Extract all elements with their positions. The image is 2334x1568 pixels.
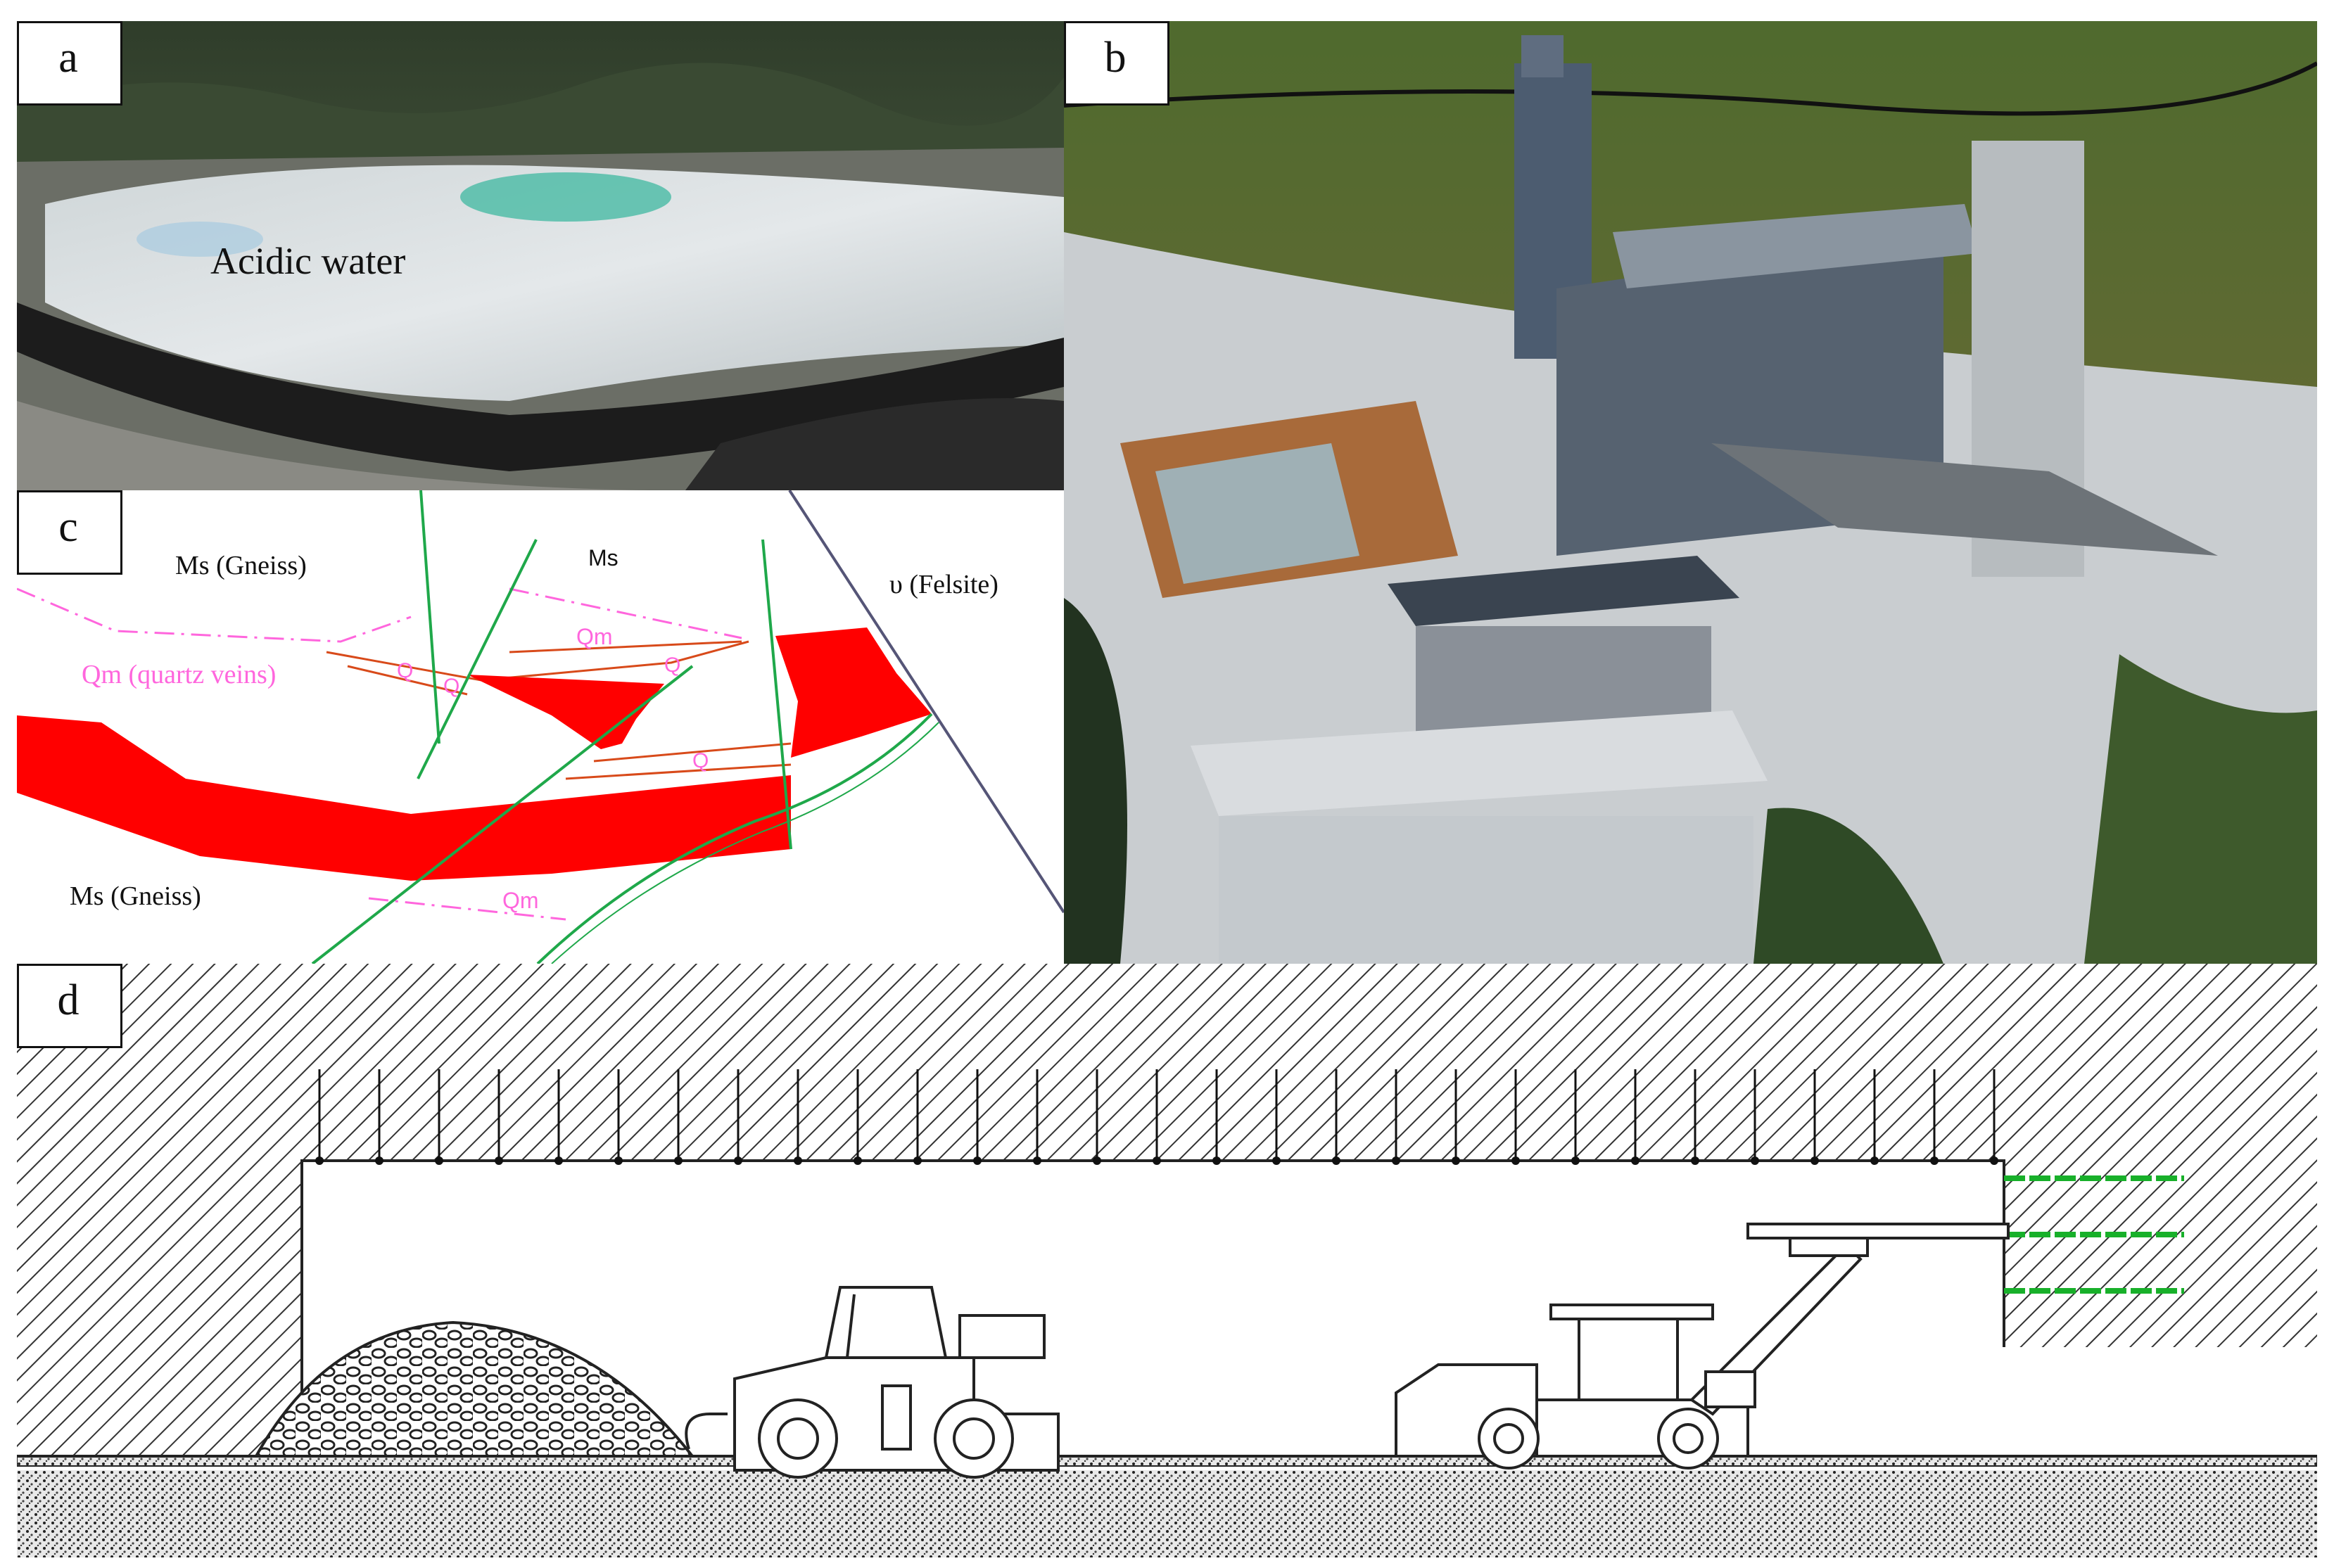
roof-bolt-plate <box>1870 1156 1879 1165</box>
roof-bolt-plate <box>1392 1156 1400 1165</box>
panel-c-letter: c <box>17 490 122 575</box>
vein-outline <box>565 763 792 780</box>
fault-line <box>419 490 440 744</box>
roof-bolt-plate <box>1930 1156 1939 1165</box>
roof-bolt-plate <box>734 1156 742 1165</box>
roof-bolt-plate <box>315 1156 324 1165</box>
roof-bolt-plate <box>435 1156 443 1165</box>
panel-d-letter: d <box>17 964 122 1048</box>
roof-bolt-plate <box>973 1156 982 1165</box>
vein-outline <box>347 665 468 696</box>
label-qm-lower: Qm <box>502 888 539 913</box>
vein-outline <box>509 640 742 654</box>
roof-bolt-plate <box>554 1156 563 1165</box>
panel-a-letter: a <box>17 21 122 106</box>
quartz-vein-line <box>368 897 566 921</box>
fault-line <box>417 539 538 779</box>
roof-bolt-plate <box>375 1156 383 1165</box>
loader-machine <box>685 1286 1060 1479</box>
processing-plant-photo <box>1064 21 2317 964</box>
vein-outline <box>593 742 792 763</box>
roof-bolts <box>315 1069 1998 1165</box>
label-felsite: υ (Felsite) <box>889 570 998 599</box>
ore-body-upper <box>467 675 664 749</box>
tunnel-floor <box>17 1455 2317 1467</box>
acidic-water-pond-photo <box>17 21 1064 490</box>
panel-a-photo: a Acidic water <box>17 21 1064 490</box>
rock-mass-hatched <box>17 964 2317 1456</box>
roof-bolt-plate <box>674 1156 683 1165</box>
panel-c-geological-section: c Ms (Gneiss) Ms υ (Felsite) Qm (quartz … <box>17 490 1064 964</box>
floor-gravel <box>17 1470 2317 1557</box>
label-ms-gneiss-bottom: Ms (Gneiss) <box>70 881 201 911</box>
roof-bolt-plate <box>1332 1156 1340 1165</box>
fault-line <box>761 539 792 850</box>
vein-outline <box>326 640 749 682</box>
roof-bolt-plate <box>1571 1156 1580 1165</box>
roof-bolt-plate <box>1631 1156 1639 1165</box>
roof-bolt-plate <box>1212 1156 1221 1165</box>
underground-mining-drawing <box>17 964 2317 1557</box>
fault-line <box>311 665 694 964</box>
roof-bolt-plate <box>1990 1156 1998 1165</box>
label-q: Q <box>692 749 709 772</box>
label-qm-quartz-veins: Qm (quartz veins) <box>82 660 277 689</box>
ore-body-main <box>17 715 791 881</box>
roof-bolt-plate <box>495 1156 503 1165</box>
ore-muck-pile <box>253 1320 696 1458</box>
roof-bolt-plate <box>913 1156 922 1165</box>
roof-bolt-plate <box>1153 1156 1161 1165</box>
roof-bolt-plate <box>1452 1156 1460 1165</box>
ore-body-right <box>775 627 932 758</box>
panel-b-photo: b <box>1064 21 2317 964</box>
quartz-vein-line <box>17 587 412 643</box>
panel-b-letter: b <box>1064 21 1169 106</box>
roof-bolt-plate <box>1093 1156 1101 1165</box>
roof-bolt-plate <box>614 1156 623 1165</box>
label-ms: Ms <box>588 545 619 571</box>
fault-line <box>536 713 933 964</box>
roof-bolt-plate <box>794 1156 802 1165</box>
drill-jumbo-machine <box>1395 1223 2010 1470</box>
roof-bolt-plate <box>1751 1156 1759 1165</box>
label-q: Q <box>397 659 414 682</box>
label-ms-gneiss-top: Ms (Gneiss) <box>175 551 307 580</box>
label-qm-upper: Qm <box>576 624 613 649</box>
label-q: Q <box>443 675 460 698</box>
roof-bolt-plate <box>1810 1156 1819 1165</box>
quartz-vein-line <box>509 587 742 639</box>
roof-bolt-plate <box>1511 1156 1520 1165</box>
label-q: Q <box>664 654 681 677</box>
fault-line <box>551 722 939 964</box>
roof-bolt-plate <box>1272 1156 1281 1165</box>
acidic-water-label: Acidic water <box>210 240 406 282</box>
panel-d-mining-diagram: d <box>17 964 2317 1557</box>
felsite-boundary-line <box>788 490 1064 914</box>
roof-bolt-plate <box>1691 1156 1699 1165</box>
geological-section-drawing <box>17 490 1064 964</box>
roof-bolt-plate <box>1033 1156 1041 1165</box>
roof-bolt-plate <box>854 1156 862 1165</box>
